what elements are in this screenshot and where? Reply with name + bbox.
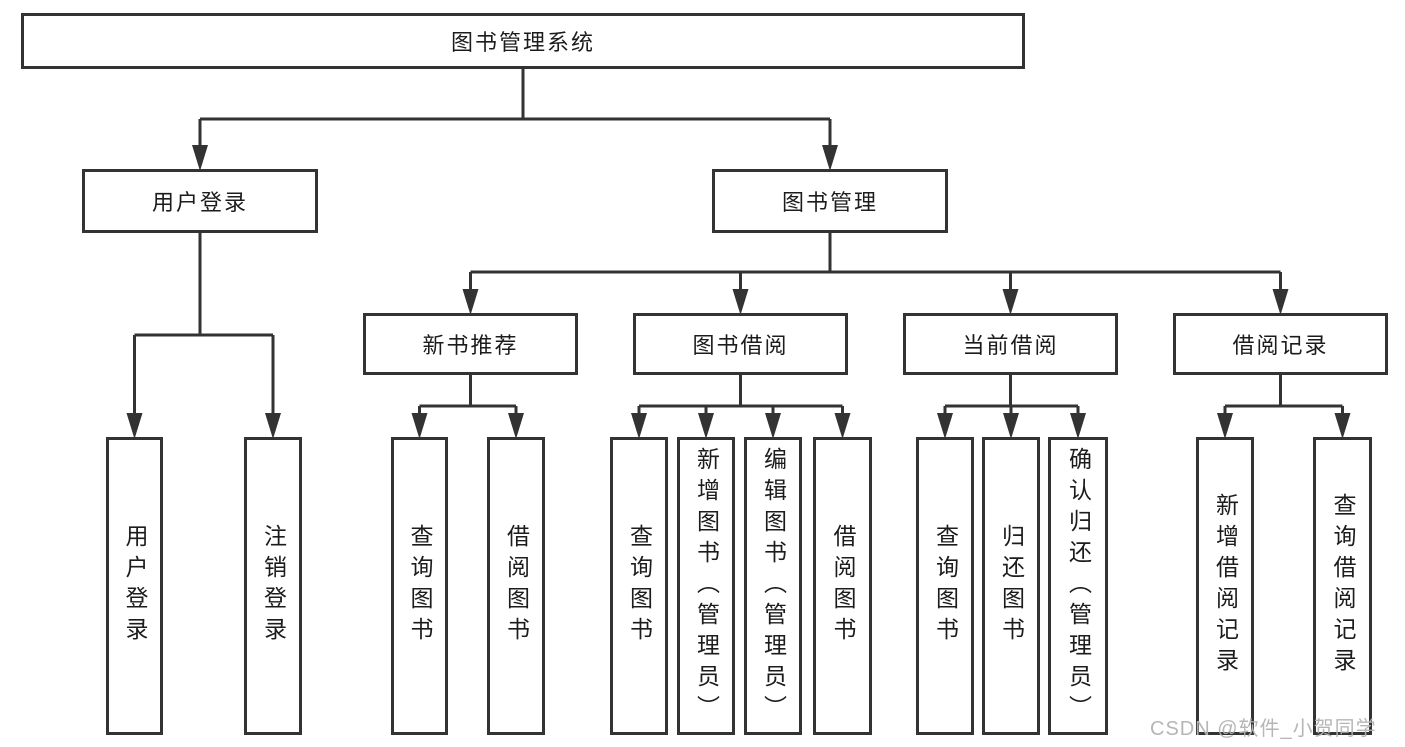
leaf-add-borrow-record-label: 新增借阅记录 <box>1212 493 1239 679</box>
node-current-borrow-label: 当前借阅 <box>962 333 1059 358</box>
arrow-down-icon <box>732 289 749 315</box>
arrow-down-icon <box>462 289 479 315</box>
node-new-book-recommend: 新书推荐 <box>363 313 578 375</box>
connector-bookmgmt-to-level3 <box>462 233 1289 315</box>
arrow-down-icon <box>1003 413 1019 439</box>
leaf-query-books-2: 查询图书 <box>610 437 668 735</box>
node-book-borrow: 图书借阅 <box>633 313 848 375</box>
leaf-borrow-books-2-label: 借阅图书 <box>830 524 856 648</box>
leaf-logout: 注销登录 <box>244 437 302 735</box>
node-root: 图书管理系统 <box>21 13 1025 69</box>
node-borrow-records-label: 借阅记录 <box>1232 333 1329 358</box>
node-root-label: 图书管理系统 <box>450 30 595 55</box>
leaf-add-borrow-record: 新增借阅记录 <box>1196 437 1254 735</box>
node-new-book-recommend-label: 新书推荐 <box>422 333 519 358</box>
leaf-query-books-3-label: 查询图书 <box>932 524 959 648</box>
node-book-management: 图书管理 <box>712 169 948 233</box>
arrow-down-icon <box>1272 289 1289 315</box>
node-user-login: 用户登录 <box>82 169 318 233</box>
node-book-management-label: 图书管理 <box>781 190 878 215</box>
arrow-down-icon <box>698 413 714 439</box>
node-user-login-label: 用户登录 <box>151 190 248 215</box>
leaf-user-login-label: 用户登录 <box>122 524 148 648</box>
connector-currentborrow-to-leaves <box>937 375 1086 439</box>
arrow-down-icon <box>411 413 428 439</box>
leaf-query-borrow-record: 查询借阅记录 <box>1313 437 1372 735</box>
leaf-add-books-admin: 新增图书（管理员） <box>677 437 735 735</box>
arrow-down-icon <box>937 413 953 439</box>
arrow-down-icon <box>192 145 208 171</box>
arrow-down-icon <box>631 413 647 439</box>
node-book-borrow-label: 图书借阅 <box>692 333 789 358</box>
leaf-return-books-label: 归还图书 <box>998 524 1025 648</box>
leaf-query-books-1: 查询图书 <box>391 437 448 735</box>
leaf-borrow-books-1-label: 借阅图书 <box>503 524 530 648</box>
leaf-query-books-2-label: 查询图书 <box>626 524 653 648</box>
csdn-watermark: CSDN @软件_小贺同学 <box>1150 718 1377 740</box>
leaf-query-borrow-record-label: 查询借阅记录 <box>1330 493 1356 679</box>
node-current-borrow: 当前借阅 <box>903 313 1118 375</box>
arrow-down-icon <box>1002 289 1019 315</box>
leaf-borrow-books-1: 借阅图书 <box>487 437 545 735</box>
leaf-confirm-return-admin-label: 确认归还（管理员） <box>1065 446 1092 726</box>
leaf-add-books-admin-label: 新增图书（管理员） <box>693 446 720 726</box>
leaf-return-books: 归还图书 <box>982 437 1040 735</box>
leaf-query-books-3: 查询图书 <box>916 437 974 735</box>
leaf-query-books-1-label: 查询图书 <box>407 524 433 648</box>
leaf-edit-books-admin-label: 编辑图书（管理员） <box>760 446 787 726</box>
connector-newbookrec-to-leaves <box>411 375 524 439</box>
arrow-down-icon <box>1217 413 1233 439</box>
arrow-down-icon <box>508 413 524 439</box>
arrow-down-icon <box>1334 413 1351 439</box>
leaf-edit-books-admin: 编辑图书（管理员） <box>744 437 802 735</box>
arrow-down-icon <box>1070 413 1086 439</box>
connector-root-to-level2 <box>192 69 838 171</box>
connector-bookborrow-to-leaves <box>631 375 851 439</box>
arrow-down-icon <box>126 413 143 439</box>
connector-borrowrecords-to-leaves <box>1217 375 1351 439</box>
node-borrow-records: 借阅记录 <box>1173 313 1388 375</box>
arrow-down-icon <box>822 145 838 171</box>
connector-userlogin-to-leaves <box>126 233 281 439</box>
arrow-down-icon <box>265 413 281 439</box>
arrow-down-icon <box>834 413 851 439</box>
arrow-down-icon <box>765 413 781 439</box>
leaf-user-login: 用户登录 <box>106 437 163 735</box>
leaf-confirm-return-admin: 确认归还（管理员） <box>1048 437 1108 735</box>
leaf-borrow-books-2: 借阅图书 <box>813 437 872 735</box>
leaf-logout-label: 注销登录 <box>260 524 287 648</box>
